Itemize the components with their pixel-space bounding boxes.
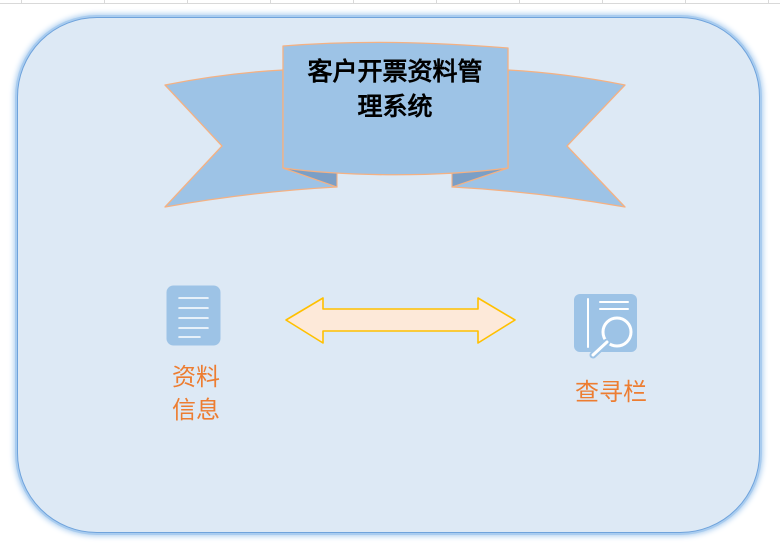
sheet-gridlines bbox=[0, 0, 780, 4]
double-arrow-icon bbox=[285, 297, 516, 344]
title-banner: 客户开票资料管理系统 bbox=[160, 38, 630, 213]
ribbon-center-panel bbox=[282, 41, 509, 176]
double-arrow-shape bbox=[285, 297, 516, 344]
nav-item-search-label[interactable]: 查寻栏 bbox=[574, 378, 647, 406]
nav-item-info[interactable]: 资料信息 bbox=[160, 283, 232, 429]
banner-title: 客户开票资料管理系统 bbox=[307, 57, 483, 121]
nav-item-search[interactable]: 查寻栏 bbox=[566, 290, 656, 412]
ribbon-banner-icon bbox=[164, 41, 626, 208]
nav-item-info-label[interactable]: 资料信息 bbox=[172, 363, 220, 424]
ribbon-left-tail bbox=[164, 69, 338, 208]
search-book-icon[interactable] bbox=[573, 293, 641, 359]
document-icon[interactable] bbox=[166, 285, 221, 346]
